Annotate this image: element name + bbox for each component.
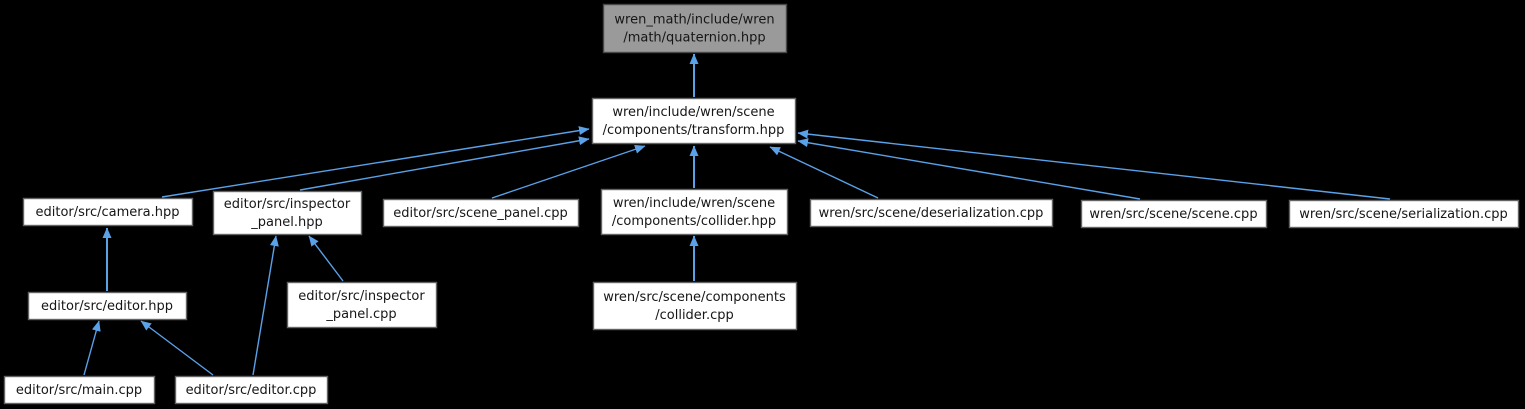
node-label-line: wren/src/scene/scene.cpp	[1089, 207, 1257, 222]
node-label-line: wren/src/scene/serialization.cpp	[1299, 207, 1508, 222]
graph-node-serialization[interactable]: wren/src/scene/serialization.cpp	[1288, 199, 1520, 229]
include-edge-scene_panel-to-transform	[491, 144, 646, 199]
include-edge-editor_cpp-to-inspector_hpp	[252, 235, 279, 376]
edge-layer	[83, 53, 1391, 376]
include-edge-deserialization-to-transform	[769, 146, 879, 199]
node-box-collider_cpp[interactable]	[592, 281, 798, 331]
node-label-line: editor/src/editor.cpp	[186, 383, 317, 398]
node-box-editor_hpp[interactable]	[27, 291, 188, 321]
node-label-line: /components/collider.hpp	[612, 214, 776, 229]
node-label-line: _panel.cpp	[325, 307, 396, 322]
graph-node-camera[interactable]: editor/src/camera.hpp	[22, 197, 194, 227]
node-box-camera[interactable]	[22, 197, 194, 227]
node-label-line: wren/include/wren/scene	[612, 105, 774, 120]
graph-node-main_cpp[interactable]: editor/src/main.cpp	[3, 375, 156, 405]
node-label-line: editor/src/scene_panel.cpp	[393, 206, 568, 221]
graph-node-deserialization[interactable]: wren/src/scene/deserialization.cpp	[809, 198, 1054, 228]
node-label-line: wren/include/wren/scene	[613, 196, 775, 211]
node-box-inspector_hpp[interactable]	[212, 190, 363, 236]
graph-node-scene_cpp[interactable]: wren/src/scene/scene.cpp	[1080, 199, 1268, 229]
include-edge-main_cpp-to-editor_hpp	[83, 320, 101, 376]
node-label-line: editor/src/camera.hpp	[36, 205, 180, 220]
node-label-line: /math/quaternion.hpp	[623, 31, 765, 46]
node-label-line: /collider.cpp	[655, 308, 734, 323]
node-label-line: _panel.hpp	[250, 215, 322, 230]
node-label-line: editor/src/inspector	[298, 289, 425, 304]
node-label-line: editor/src/inspector	[224, 197, 351, 212]
node-label-line: wren/src/scene/components	[603, 290, 786, 305]
include-edge-camera-to-transform	[161, 126, 590, 198]
node-box-collider_hpp[interactable]	[600, 188, 789, 236]
node-box-serialization[interactable]	[1288, 199, 1520, 229]
graph-node-scene_panel[interactable]: editor/src/scene_panel.cpp	[382, 198, 580, 228]
graph-node-transform[interactable]: wren/include/wren/scene/components/trans…	[591, 97, 797, 145]
node-box-scene_panel[interactable]	[382, 198, 580, 228]
graph-node-collider_hpp[interactable]: wren/include/wren/scene/components/colli…	[600, 188, 789, 236]
node-box-deserialization[interactable]	[809, 198, 1054, 228]
node-label-line: wren_math/include/wren	[614, 13, 774, 28]
include-edge-inspector_hpp-to-transform	[299, 136, 590, 191]
node-label-line: /components/transform.hpp	[603, 123, 785, 138]
node-label-line: editor/src/editor.hpp	[41, 299, 173, 314]
graph-node-quaternion[interactable]: wren_math/include/wren/math/quaternion.h…	[602, 3, 788, 54]
node-box-scene_cpp[interactable]	[1080, 199, 1268, 229]
node-label-line: editor/src/main.cpp	[16, 383, 142, 398]
node-box-quaternion[interactable]	[602, 3, 788, 54]
include-edge-editor_cpp-to-editor_hpp	[140, 320, 214, 376]
graph-node-editor_cpp[interactable]: editor/src/editor.cpp	[174, 375, 329, 405]
node-layer: wren_math/include/wren/math/quaternion.h…	[3, 3, 1520, 405]
graph-node-editor_hpp[interactable]: editor/src/editor.hpp	[27, 291, 188, 321]
node-box-editor_cpp[interactable]	[174, 375, 329, 405]
include-edge-serialization-to-transform	[797, 129, 1391, 200]
node-label-line: wren/src/scene/deserialization.cpp	[819, 206, 1044, 221]
include-edge-scene_cpp-to-transform	[797, 138, 1141, 200]
node-box-inspector_cpp[interactable]	[286, 281, 438, 329]
include-edge-inspector_cpp-to-inspector_hpp	[308, 235, 344, 282]
graph-node-collider_cpp[interactable]: wren/src/scene/components/collider.cpp	[592, 281, 798, 331]
graph-node-inspector_hpp[interactable]: editor/src/inspector _panel.hpp	[212, 190, 363, 236]
node-box-transform[interactable]	[591, 97, 797, 145]
graph-node-inspector_cpp[interactable]: editor/src/inspector _panel.cpp	[286, 281, 438, 329]
node-box-main_cpp[interactable]	[3, 375, 156, 405]
